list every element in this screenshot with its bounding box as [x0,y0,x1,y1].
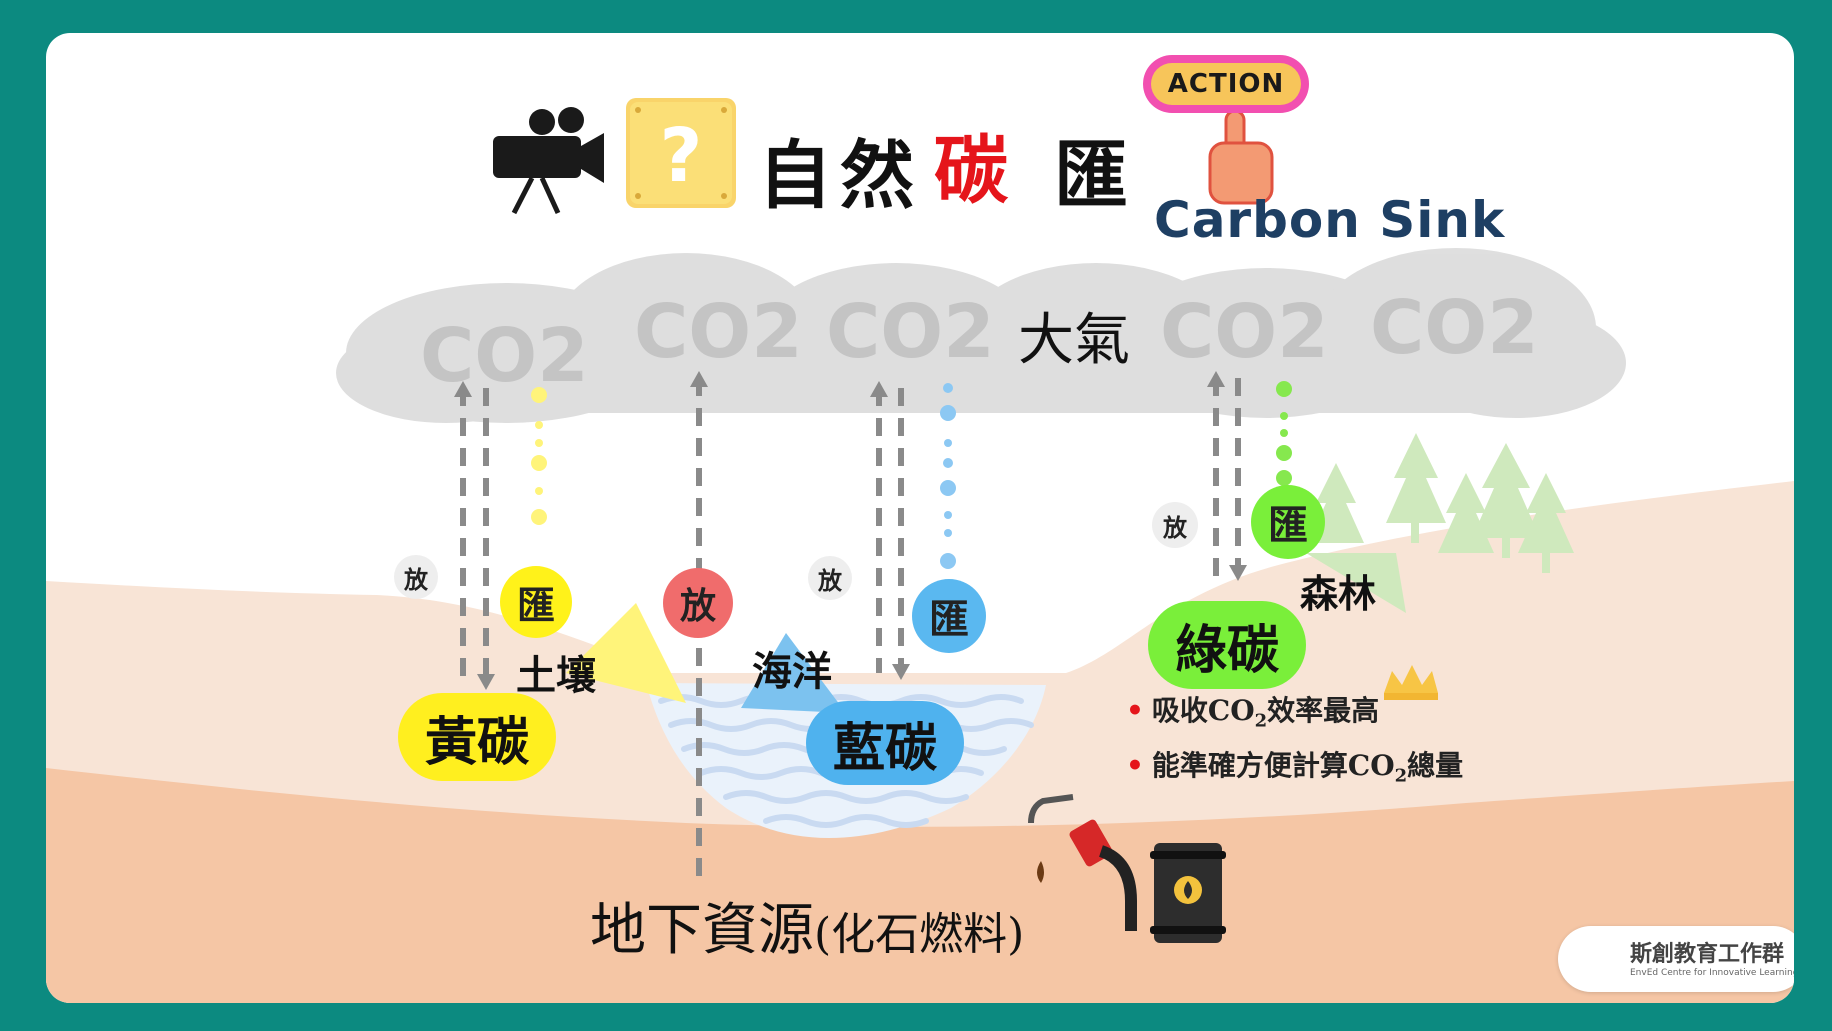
green-note-2: •能準確方便計算CO2總量 [1126,748,1464,787]
underground-resources: 地下資源 [590,898,814,963]
forest-label-tail [1306,553,1406,613]
cloud-co2-1: CO2 [420,313,589,399]
forest-sink-badge: 匯 [1251,485,1325,559]
green-carbon-notes: •吸收CO2效率最高 •能準確方便計算CO2總量 [1126,689,1463,798]
cloud-co2-2: CO2 [634,289,803,375]
camera-icon [493,107,604,215]
ocean-label: 海洋 [752,648,832,695]
title-nature: 自然 [758,133,922,219]
action-badge-label: ACTION [1151,63,1301,105]
soil-label-tail [566,603,686,703]
title-carbon: 碳 [934,128,1016,214]
svg-text:?: ? [660,113,703,199]
carbon-sink-subtitle: Carbon Sink [1154,191,1506,249]
soil-sink-dots [531,387,547,525]
ocean-label-tail [741,633,846,713]
blue-carbon-pill: 藍碳 [806,701,964,785]
oil-barrel-icon [1150,843,1226,943]
cloud-band [336,248,1626,423]
soil-sink-badge: 匯 [500,566,572,638]
forest-sink-dots [1276,381,1292,486]
diagram-scene: ? [46,98,1794,1003]
green-note-1: •吸收CO2效率最高 [1126,694,1380,732]
title-sink: 匯 [1054,133,1136,219]
slide-card: ? [46,33,1794,1003]
underground-label: 地下資源(化石燃料) [590,885,1024,966]
arrow-heads [454,371,1247,690]
fossil-release-badge: 放 [663,568,733,638]
cloud-co2-3: CO2 [826,289,995,375]
crown-icon [1384,665,1438,700]
fuel-nozzle-icon [1028,794,1137,931]
ocean-sink-badge: 匯 [912,579,986,653]
action-badge: ACTION [1143,55,1309,113]
forest-label: 森林 [1300,571,1377,616]
pointing-hand-icon [1208,109,1274,205]
subsurface-ground [46,768,1794,1003]
fossil-fuel-label: (化石燃料) [814,909,1025,960]
yellow-carbon-pill: 黃碳 [398,693,556,781]
ocean-release-badge: 放 [808,556,852,600]
soil-label: 土壤 [516,652,596,699]
soil-release-badge: 放 [394,555,438,599]
ocean-sink-dots [940,383,956,569]
forest-release-badge: 放 [1152,502,1198,548]
atmosphere-label: 大氣 [1018,308,1130,373]
cloud-co2-4: CO2 [1160,289,1329,375]
enved-logo: 斯創教育工作群 EnvEd Centre for Innovative Lear… [1558,926,1794,992]
logo-name: 斯創教育工作群 [1630,941,1785,967]
cloud-co2-5: CO2 [1370,285,1539,371]
green-carbon-pill: 綠碳 [1148,601,1306,689]
question-block-icon: ? [626,98,736,208]
logo-tagline: EnvEd Centre for Innovative Learning [1630,968,1794,978]
